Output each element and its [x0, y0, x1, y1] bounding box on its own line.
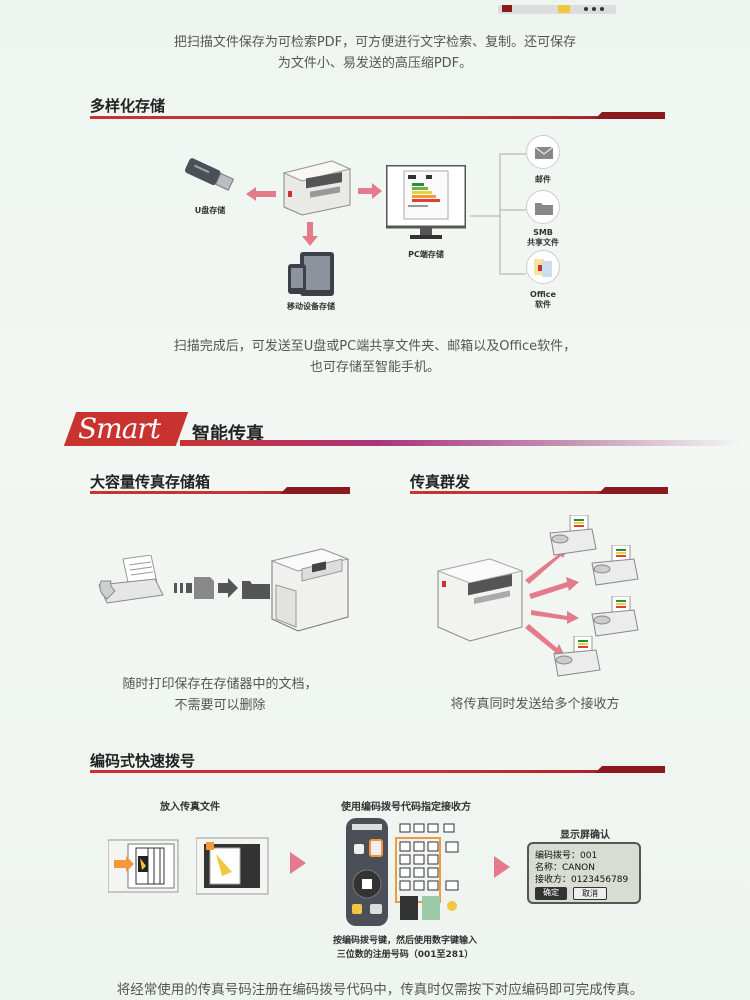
step2-label: 使用编码拨号代码指定接收方 — [341, 802, 471, 813]
storage-rule — [90, 112, 665, 119]
lcd-line2: 名称：CANON — [535, 863, 595, 873]
coded-dial-caption: 将经常使用的传真号码注册在编码拨号代码中，传真时仅需按下对应编码即可完成传真。 — [116, 982, 644, 998]
pc-label: PC端存储 — [408, 250, 444, 259]
storage-caption-line1: 扫描完成后，可发送至U盘或PC端共享文件夹、邮箱以及Office软件， — [173, 339, 577, 354]
coded-dial-title: 编码式快速拨号 — [90, 752, 196, 770]
storage-title: 多样化存储 — [90, 97, 166, 115]
broadcast-caption: 将传真同时发送给多个接收方 — [450, 697, 620, 712]
fax-receiver-icon-1 — [549, 515, 597, 556]
storage-caption-line2: 也可存储至智能手机。 — [309, 360, 440, 375]
bracket-line — [470, 153, 526, 275]
monitor-icon — [386, 165, 466, 239]
smb-label-line2: 共享文件 — [527, 238, 559, 247]
smb-label-line1: SMB — [533, 228, 553, 237]
lcd-ok-button: 确定 — [535, 887, 567, 900]
fax-box-rule — [90, 487, 350, 494]
printer-icon — [282, 160, 352, 216]
broadcast-title: 传真群发 — [410, 473, 471, 491]
mail-icon — [526, 135, 560, 169]
mobile-label: 移动设备存储 — [287, 302, 335, 311]
step1-label: 放入传真文件 — [160, 802, 220, 813]
fax-receiver-icon-3 — [591, 596, 639, 637]
step-arrow-2-icon — [494, 856, 510, 878]
broadcast-arrows-icon — [525, 546, 579, 656]
top-graphic-fragment — [498, 0, 616, 14]
folder-icon — [526, 190, 560, 224]
step-arrow-1-icon — [290, 852, 306, 874]
fax-receiver-icon-2 — [591, 545, 639, 586]
coded-dial-rule — [90, 766, 665, 773]
fax-box-caption-line1: 随时打印保存在存储器中的文档， — [122, 677, 318, 692]
intro-line-2: 为文件小、易发送的高压缩PDF。 — [277, 56, 473, 71]
fax-box-caption-line2: 不需要可以删除 — [174, 698, 266, 713]
smart-title: 智能传真 — [192, 424, 264, 445]
intro-text: 把扫描文件保存为可检索PDF，可方便进行文字检索、复制。还可保存 为文件小、易发… — [100, 32, 650, 74]
doc-transfer-icon — [174, 577, 270, 599]
usb-label: U盘存储 — [194, 206, 226, 215]
lcd-line1: 编码拨号：001 — [535, 851, 598, 861]
fax-machine-icon — [98, 555, 164, 604]
smart-badge-text: Smart — [78, 412, 161, 445]
top-graphic-icon — [498, 5, 616, 14]
mail-label: 邮件 — [535, 175, 551, 184]
smb-label: SMB 共享文件 — [516, 228, 570, 248]
office-label-line1: Office — [530, 290, 556, 299]
arrow-right-icon — [358, 183, 382, 199]
adf-document-icon — [108, 839, 179, 893]
tablet-phone-icon — [288, 252, 334, 296]
office-docs-icon — [526, 250, 560, 284]
office-label: Office 软件 — [516, 290, 570, 310]
usb-drive-icon — [184, 158, 235, 191]
office-label-line2: 软件 — [535, 300, 551, 309]
broadcast-printer-icon — [436, 558, 524, 642]
keypad-panel-icon — [346, 818, 459, 926]
lcd-cancel-button: 取消 — [573, 887, 607, 900]
lcd-line3: 接收方：0123456789 — [535, 875, 629, 885]
fax-box-title: 大容量传真存储箱 — [90, 473, 211, 491]
arrow-down-icon — [302, 222, 318, 246]
keypad-note: 按编码拨号键，然后使用数字键输入 三位数的注册号码（001至281） — [300, 934, 510, 962]
storage-caption: 扫描完成后，可发送至U盘或PC端共享文件夹、邮箱以及Office软件， 也可存储… — [100, 336, 650, 378]
broadcast-rule — [410, 487, 668, 494]
keypad-note-line1: 按编码拨号键，然后使用数字键输入 — [332, 936, 477, 946]
intro-line-1: 把扫描文件保存为可检索PDF，可方便进行文字检索、复制。还可保存 — [173, 35, 577, 50]
smart-divider — [180, 440, 740, 446]
lcd-display: 编码拨号：001 名称：CANON 接收方：0123456789 确定 取消 — [527, 842, 641, 904]
fax-receiver-icon-4 — [553, 636, 601, 677]
fax-box-caption: 随时打印保存在存储器中的文档， 不需要可以删除 — [80, 674, 360, 716]
platen-document-icon — [196, 837, 269, 895]
multifunction-printer-icon — [270, 548, 350, 632]
arrow-left-icon — [246, 187, 276, 201]
step3-label: 显示屏确认 — [560, 830, 610, 841]
keypad-note-line2: 三位数的注册号码（001至281） — [336, 950, 474, 960]
